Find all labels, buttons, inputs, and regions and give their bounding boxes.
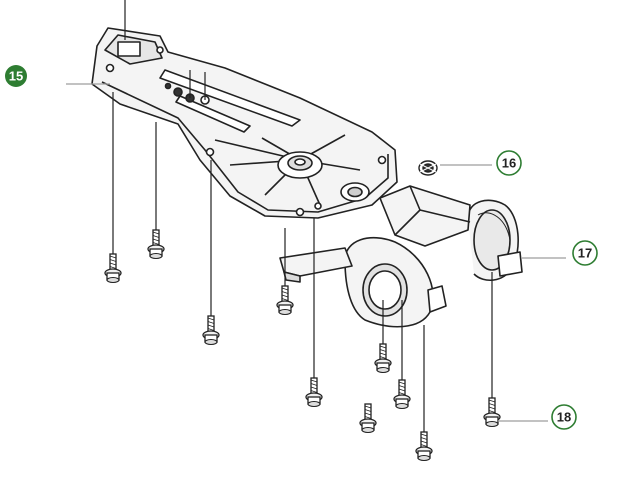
screw-thread: [364, 409, 372, 412]
screw-1: [104, 92, 122, 284]
callout-16: 16: [496, 150, 522, 176]
leader-lines: [66, 0, 566, 422]
grommet-part-16: [418, 160, 438, 176]
screw-thread: [364, 416, 372, 419]
screw-8: [393, 300, 411, 410]
callout-16-label: 16: [502, 156, 516, 171]
screw-thread: [364, 405, 372, 409]
screw-thread: [281, 287, 289, 291]
screw-thread: [109, 262, 117, 266]
callout-18: 18: [551, 404, 577, 430]
screw-thread: [379, 356, 387, 359]
screw-cap-bottom: [204, 338, 218, 346]
screw-thread: [152, 238, 160, 242]
screw-cap-bottom: [307, 400, 321, 408]
screw-thread: [109, 259, 117, 262]
callout-17-label: 17: [578, 246, 592, 261]
screw-thread: [109, 266, 117, 269]
screw-thread: [488, 406, 496, 410]
mounting-plate: [91, 27, 398, 219]
screw-thread: [281, 298, 289, 301]
callout-16-badge: [496, 150, 522, 176]
screw-cap-bottom: [417, 454, 431, 462]
screw-3: [202, 160, 220, 346]
screw-thread: [420, 440, 428, 444]
screws-group: [104, 92, 501, 462]
callout-15: 15: [5, 65, 27, 87]
screw-10: [483, 272, 501, 428]
screw-5: [305, 218, 323, 408]
screw-thread: [281, 294, 289, 298]
screw-thread: [207, 324, 215, 328]
screw-2: [147, 122, 165, 260]
screw-cap-bottom: [278, 308, 292, 316]
screw-thread: [310, 386, 318, 390]
screw-thread: [109, 255, 117, 259]
screw-thread: [398, 385, 406, 388]
clamp-bracket-part-17: [279, 185, 523, 328]
screw-thread: [364, 412, 372, 416]
screw-thread: [420, 444, 428, 447]
screw-thread: [152, 235, 160, 238]
screw-9: [415, 325, 433, 462]
screw-thread: [398, 388, 406, 392]
callout-15-label: 15: [9, 69, 23, 84]
callout-18-badge: [551, 404, 577, 430]
screw-thread: [420, 433, 428, 437]
screw-cap-bottom: [106, 276, 120, 284]
screw-cap-bottom: [485, 420, 499, 428]
screw-thread: [152, 242, 160, 245]
screw-thread: [398, 381, 406, 385]
screw-thread: [488, 410, 496, 413]
screw-thread: [488, 403, 496, 406]
screw-thread: [310, 383, 318, 386]
screw-thread: [398, 392, 406, 395]
screw-4: [276, 228, 294, 316]
screw-cap-bottom: [376, 366, 390, 374]
screw-thread: [420, 437, 428, 440]
callout-18-label: 18: [557, 410, 571, 425]
callout-17-badge: [572, 240, 598, 266]
screw-thread: [310, 390, 318, 393]
screw-thread: [310, 379, 318, 383]
screw-6: [359, 403, 377, 434]
screw-thread: [207, 321, 215, 324]
screw-7: [374, 300, 392, 374]
screw-thread: [207, 328, 215, 331]
screw-thread: [379, 352, 387, 356]
screw-thread: [152, 231, 160, 235]
screw-thread: [207, 317, 215, 321]
screw-cap-bottom: [395, 402, 409, 410]
screw-cap-bottom: [361, 426, 375, 434]
callout-15-badge: [5, 65, 27, 87]
screw-thread: [379, 349, 387, 352]
screw-thread: [281, 291, 289, 294]
screw-cap-bottom: [149, 252, 163, 260]
callout-17: 17: [572, 240, 598, 266]
screw-thread: [488, 399, 496, 403]
screw-thread: [379, 345, 387, 349]
